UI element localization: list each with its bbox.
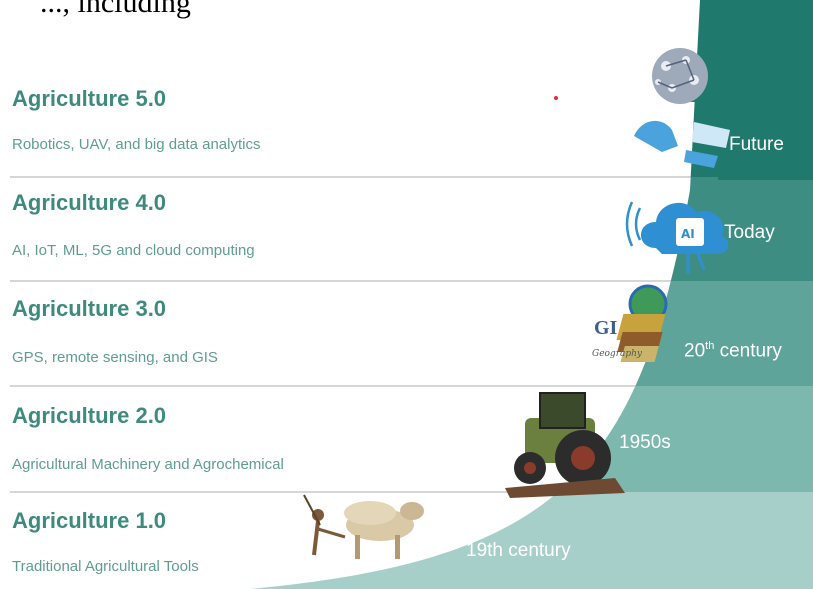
level-3-era: 20th century xyxy=(684,340,782,362)
level-3-era-number: 20 xyxy=(684,340,706,362)
gis-satellite-icon: GI Geography xyxy=(592,284,668,362)
level-3-era-suffix: th xyxy=(705,340,715,352)
robot-hand-icon xyxy=(634,120,730,168)
level-3-title: Agriculture 3.0 xyxy=(12,296,167,321)
red-dot xyxy=(554,96,558,100)
svg-text:AI: AI xyxy=(681,227,695,241)
tractor-icon xyxy=(505,392,625,498)
level-2-era: 1950s xyxy=(619,432,671,453)
neural-sphere-icon xyxy=(652,48,708,104)
level-5-era: Future xyxy=(729,134,784,155)
level-5-title: Agriculture 5.0 xyxy=(12,86,167,111)
svg-text:GI: GI xyxy=(594,317,618,339)
level-4-era: Today xyxy=(724,222,775,243)
level-1-subtitle: Traditional Agricultural Tools xyxy=(12,558,199,575)
level-3-era-word: century xyxy=(714,340,782,362)
level-1-era: 19th century xyxy=(466,540,571,561)
oxen-plough-icon xyxy=(303,494,424,559)
level-2-title: Agriculture 2.0 xyxy=(12,403,167,428)
band-agri-2 xyxy=(250,386,813,492)
ai-cloud-icon: AI xyxy=(625,201,729,274)
level-4-subtitle: AI, IoT, ML, 5G and cloud computing xyxy=(12,242,255,259)
level-3-subtitle: GPS, remote sensing, and GIS xyxy=(12,349,218,366)
caption-fragment: ..., including xyxy=(40,0,191,19)
level-1-title: Agriculture 1.0 xyxy=(12,508,167,533)
arrow-head xyxy=(690,8,813,102)
svg-text:Geography: Geography xyxy=(592,349,643,359)
level-5-subtitle: Robotics, UAV, and big data analytics xyxy=(12,136,261,153)
level-4-title: Agriculture 4.0 xyxy=(12,190,167,215)
arrow-shaft-top xyxy=(718,100,813,180)
level-2-subtitle: Agricultural Machinery and Agrochemical xyxy=(12,456,284,473)
